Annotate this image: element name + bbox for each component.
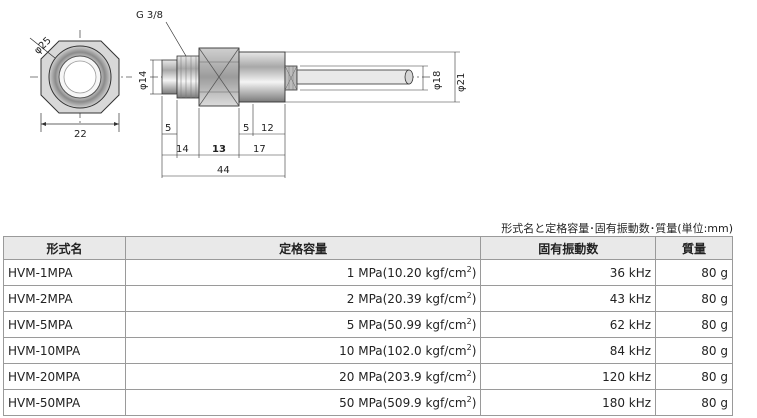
cell-frequency: 180 kHz	[480, 389, 657, 416]
dia-18-label: φ18	[432, 71, 443, 90]
cell-frequency: 36 kHz	[480, 259, 657, 286]
dia-21-label: φ21	[456, 73, 467, 92]
cell-capacity: 10 MPa(102.0 kgf/cm2)	[124, 337, 482, 364]
sensing-tip	[161, 59, 178, 95]
cell-frequency: 43 kHz	[480, 285, 657, 312]
cell-capacity: 20 MPa(203.9 kgf/cm2)	[124, 363, 482, 390]
table-row: HVM-20MPA 20 MPa(203.9 kgf/cm2) 120 kHz …	[3, 363, 733, 390]
cell-capacity: 5 MPa(50.99 kgf/cm2)	[124, 311, 482, 338]
table-row: HVM-10MPA 10 MPa(102.0 kgf/cm2) 84 kHz 8…	[3, 337, 733, 364]
thread-label: G 3/8	[136, 10, 163, 21]
header-model: 形式名	[3, 236, 126, 260]
table-row: HVM-50MPA 50 MPa(509.9 kgf/cm2) 180 kHz …	[3, 389, 733, 416]
dim-5a-label: 5	[165, 123, 171, 134]
cell-model: HVM-2MPA	[3, 285, 126, 312]
cell-capacity: 50 MPa(509.9 kgf/cm2)	[124, 389, 482, 416]
dim-17-label: 17	[253, 144, 266, 155]
spec-table: 形式名 定格容量 固有振動数 質量 HVM-1MPA 1 MPa(10.20 k…	[3, 236, 733, 416]
table-caption: 形式名と定格容量･固有振動数･質量(単位:mm)	[501, 222, 733, 235]
cell-mass: 80 g	[655, 363, 733, 390]
side-view: G 3/8 φ14 φ18	[136, 10, 467, 178]
cell-capacity: 2 MPa(20.39 kgf/cm2)	[124, 285, 482, 312]
sensor-dimension-drawing: φ25 22 G 3/8	[29, 10, 467, 178]
table-row: HVM-5MPA 5 MPa(50.99 kgf/cm2) 62 kHz 80 …	[3, 311, 733, 338]
cell-mass: 80 g	[655, 389, 733, 416]
cell-model: HVM-50MPA	[3, 389, 126, 416]
width-22-label: 22	[74, 129, 87, 140]
cell-mass: 80 g	[655, 311, 733, 338]
header-capacity: 定格容量	[124, 236, 482, 260]
table-header-row: 形式名 定格容量 固有振動数 質量	[3, 236, 733, 260]
cell-frequency: 62 kHz	[480, 311, 657, 338]
table-row: HVM-2MPA 2 MPa(20.39 kgf/cm2) 43 kHz 80 …	[3, 285, 733, 312]
dim-5b-label: 5	[243, 123, 249, 134]
cell-model: HVM-1MPA	[3, 259, 126, 286]
cell-capacity: 1 MPa(10.20 kgf/cm2)	[124, 259, 482, 286]
table-row: HVM-1MPA 1 MPa(10.20 kgf/cm2) 36 kHz 80 …	[3, 259, 733, 286]
dim-44-label: 44	[217, 165, 230, 176]
cell-mass: 80 g	[655, 259, 733, 286]
header-mass: 質量	[655, 236, 733, 260]
dia-14-label: φ14	[138, 71, 149, 90]
cell-model: HVM-20MPA	[3, 363, 126, 390]
cell-mass: 80 g	[655, 337, 733, 364]
main-body	[238, 51, 286, 103]
dim-13-label: 13	[212, 144, 226, 155]
cell-frequency: 120 kHz	[480, 363, 657, 390]
cell-frequency: 84 kHz	[480, 337, 657, 364]
dim-12-label: 12	[261, 123, 274, 134]
dim-14-label: 14	[176, 144, 189, 155]
cable	[296, 69, 410, 85]
header-frequency: 固有振動数	[480, 236, 657, 260]
cell-model: HVM-5MPA	[3, 311, 126, 338]
cell-mass: 80 g	[655, 285, 733, 312]
end-view: φ25 22	[29, 30, 132, 140]
thread-section	[176, 55, 200, 99]
cell-model: HVM-10MPA	[3, 337, 126, 364]
